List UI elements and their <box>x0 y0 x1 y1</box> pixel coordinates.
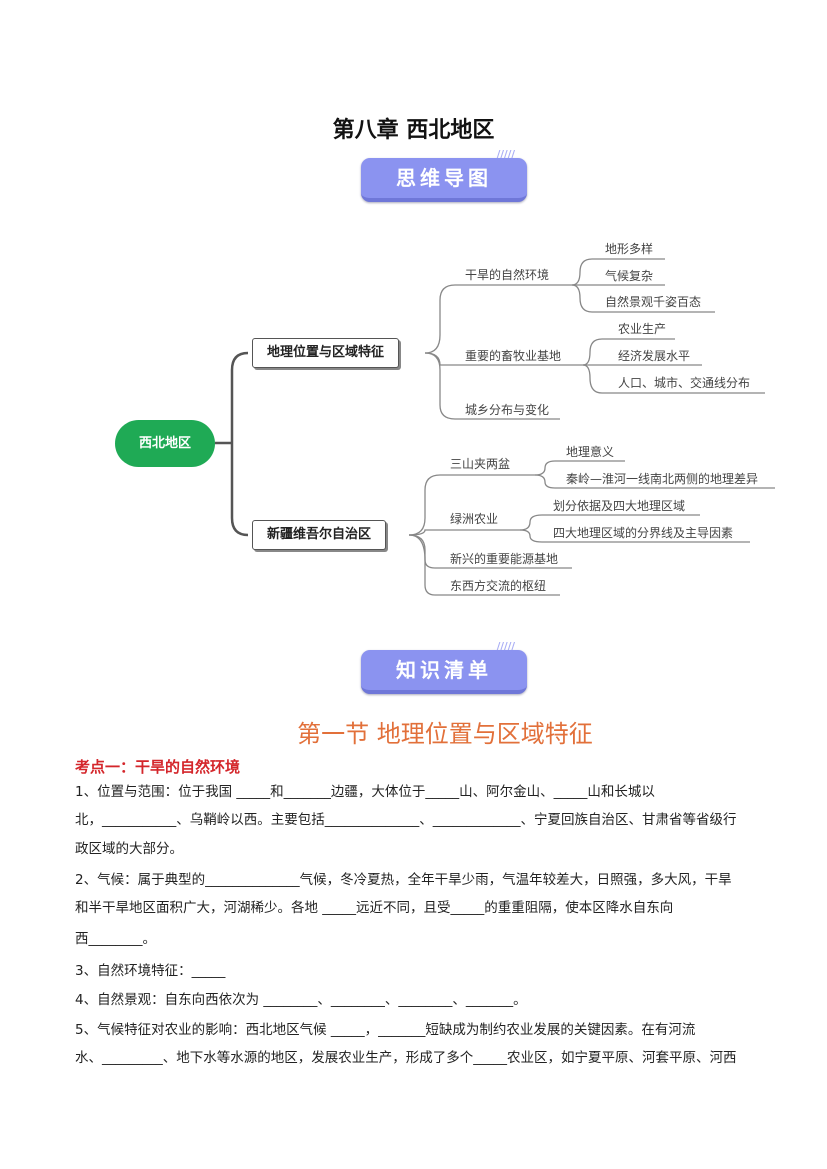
text-line: 4、自然景观：自东向西依次为 ________、________、_______… <box>75 992 527 1008</box>
mindmap-node: 绿洲农业 <box>450 512 499 526</box>
mindmap-leaf: 自然景观千姿百态 <box>605 295 702 309</box>
exam-point-heading: 考点一：干旱的自然环境 <box>75 758 241 776</box>
mindmap-node: 城乡分布与变化 <box>465 403 550 417</box>
text-line: 2、气候：属于典型的______________气候，冬冷夏热，全年干旱少雨，气… <box>75 872 732 888</box>
mindmap-leaf: 农业生产 <box>618 322 667 336</box>
text-line: 5、气候特征对农业的影响：西北地区气候 _____，_______短缺成为制约农… <box>75 1022 696 1038</box>
mindmap-node: 新兴的重要能源基地 <box>450 552 559 566</box>
mindmap-branch-xinjiang: 新疆维吾尔自治区 <box>252 520 387 550</box>
mindmap-leaf: 秦岭—淮河一线南北两侧的地理差异 <box>566 472 759 486</box>
text-line: 政区域的大部分。 <box>75 841 183 857</box>
section-title: 第一节 地理位置与区域特征 <box>297 720 593 748</box>
mindmap-root: 西北地区 <box>115 420 215 467</box>
mindmap-branch-location: 地理位置与区域特征 <box>252 338 400 368</box>
mindmap-leaf: 地理意义 <box>566 445 615 459</box>
mindmap-leaf: 气候复杂 <box>605 269 654 283</box>
mindmap-banner: ///// 思维导图 <box>361 150 527 202</box>
mindmap-banner-label: 思维导图 <box>396 166 492 190</box>
text-line: 北，___________、乌鞘岭以西。主要包括______________、_… <box>75 812 737 828</box>
chapter-title: 第八章 西北地区 <box>332 117 495 143</box>
mindmap-leaf: 地形多样 <box>605 242 654 256</box>
mindmap-node: 重要的畜牧业基地 <box>465 349 562 363</box>
text-line: 3、自然环境特征：_____ <box>75 963 226 979</box>
mindmap-leaf: 经济发展水平 <box>618 349 691 363</box>
mindmap-leaf: 四大地理区域的分界线及主导因素 <box>553 526 734 540</box>
mindmap-leaf: 划分依据及四大地理区域 <box>553 499 686 513</box>
mindmap-leaf: 人口、城市、交通线分布 <box>618 376 751 390</box>
text-line: 水、_________、地下水等水源的地区，发展农业生产，形成了多个_____农… <box>75 1050 737 1066</box>
text-line: 和半干旱地区面积广大，河湖稀少。各地 _____远近不同，且受_____的重重阻… <box>75 900 674 916</box>
banner-decoration: ///// <box>496 149 515 160</box>
knowledge-banner: ///// 知识清单 <box>361 642 527 694</box>
text-line: 西________。 <box>75 931 156 947</box>
knowledge-banner-label: 知识清单 <box>396 658 492 682</box>
mindmap-node: 东西方交流的枢纽 <box>450 579 547 593</box>
mindmap-node: 三山夹两盆 <box>450 457 511 471</box>
mindmap-connectors <box>215 258 775 596</box>
text-line: 1、位置与范围：位于我国 _____和_______边疆，大体位于_____山、… <box>75 784 655 800</box>
mindmap-node: 干旱的自然环境 <box>465 268 550 282</box>
banner-decoration: ///// <box>496 641 515 652</box>
